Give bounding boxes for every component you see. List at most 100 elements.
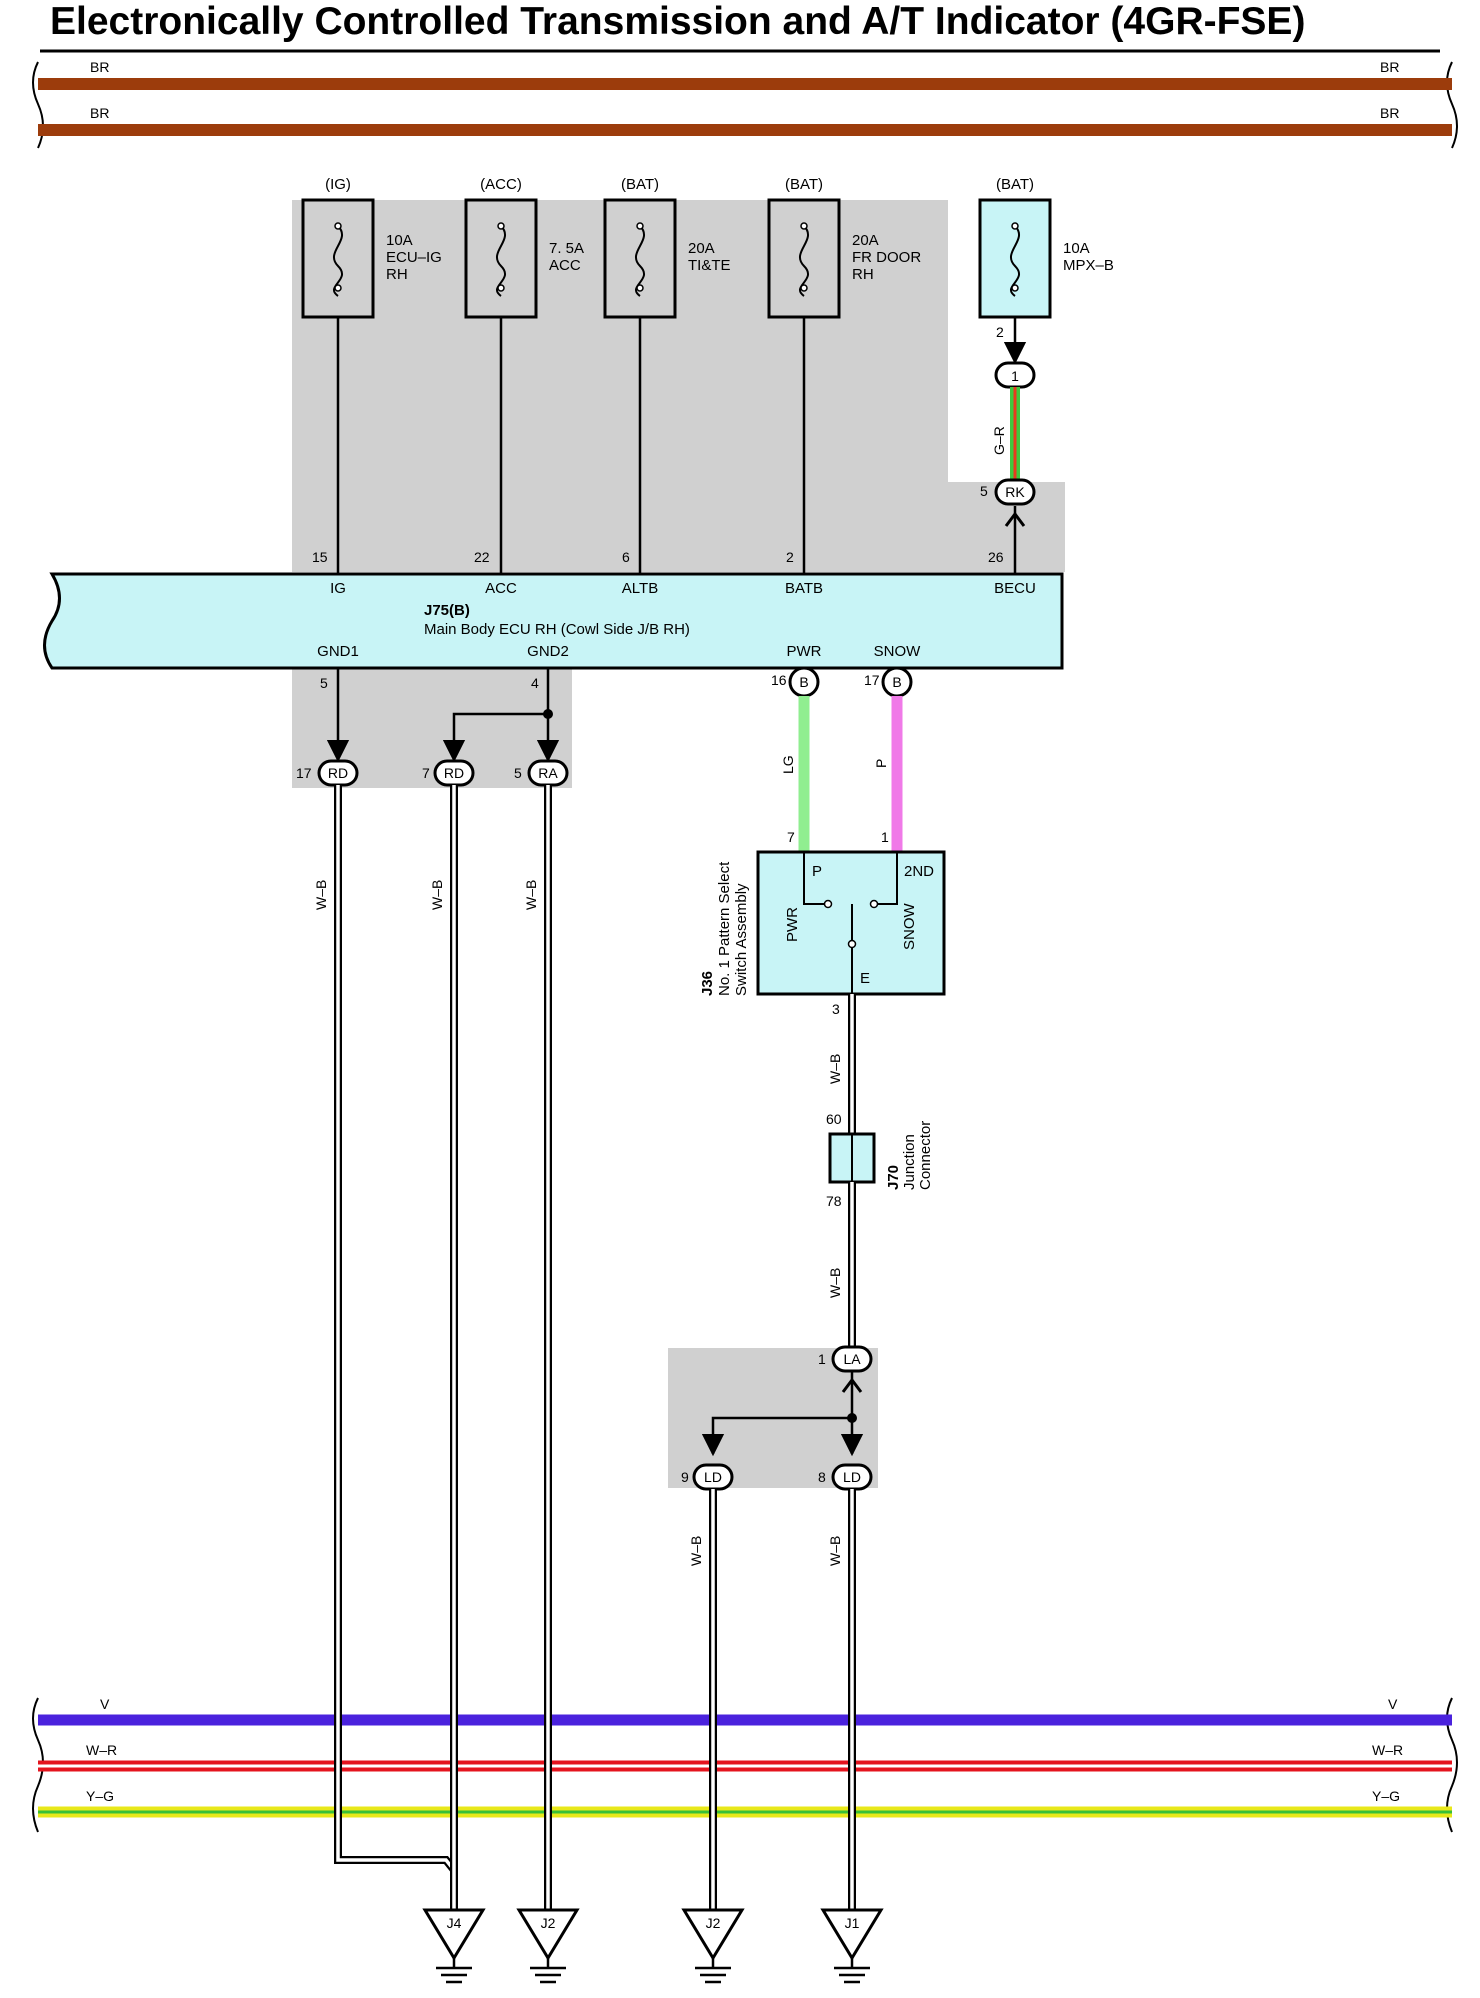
fuse-body (767, 198, 841, 319)
ecu-label-gnd2: GND2 (527, 643, 569, 660)
ground-label: J1 (845, 1915, 860, 1931)
switch-name-2: Switch Assembly (733, 883, 750, 996)
bus-code-v-right: V (1388, 1696, 1398, 1712)
j70-pin-in: 60 (826, 1111, 842, 1127)
bus-code-w-r-right: W–R (1372, 1742, 1403, 1758)
fuse-rating: 7. 5A (549, 240, 584, 257)
fuse-rating: 10A (1063, 240, 1090, 257)
ground-j1: J1 (820, 1908, 884, 1984)
b-connector-code: B (799, 674, 808, 690)
ecu-pin-2: 2 (786, 549, 794, 565)
ground-j2-switch: J2 (681, 1908, 745, 1984)
top-buses: BR BR BR BR (32, 59, 1458, 149)
j70-code: J70 (885, 1165, 902, 1190)
term-p: P (812, 863, 822, 880)
page-title: Electronically Controlled Transmission a… (50, 0, 1306, 43)
bus-code-w-r-left: W–R (86, 1742, 117, 1758)
fuse-supply: (BAT) (785, 176, 823, 193)
ground-label: J4 (447, 1915, 462, 1931)
fuse-rating: 20A (852, 232, 879, 249)
ground-label: J2 (541, 1915, 556, 1931)
fuse-acc: (ACC) 7. 5A ACC (464, 176, 584, 319)
wire-w-b (334, 785, 458, 1910)
fuse-body (464, 198, 538, 319)
bus-break-right (1446, 61, 1458, 149)
fuse-supply: (BAT) (996, 176, 1034, 193)
fuse-supply: (BAT) (621, 176, 659, 193)
ra-connector-code: RA (538, 765, 558, 781)
la-connector (831, 1345, 873, 1373)
fuse-ti-te: (BAT) 20A TI&TE (603, 176, 731, 319)
shaded-regions (292, 200, 1065, 1488)
ecu-main-body: 15 22 6 2 26 IG ACC ALTB BATB BECU J75(B… (43, 549, 1064, 670)
fuse-fr-door-rh: (BAT) 20A FR DOOR RH (767, 176, 921, 319)
fuse-body (603, 198, 677, 319)
la-connector-code: LA (843, 1351, 861, 1367)
fuse-name: MPX–B (1063, 257, 1114, 274)
ground-j2: J2 (516, 1908, 580, 1984)
splice-dot (847, 1413, 857, 1423)
wire-code-g-r: G–R (991, 426, 1007, 455)
term-e: E (860, 970, 870, 987)
switch-ground-wire: W–B 60 78 J70 Junction Connector W–B 1 L… (681, 994, 934, 1910)
ecu-code: J75(B) (424, 602, 470, 619)
ld-8-pin: 8 (818, 1469, 826, 1485)
rk-connector-code: RK (1005, 484, 1025, 500)
bus-code-y-g-left: Y–G (86, 1788, 114, 1804)
ra-5-pin: 5 (514, 765, 522, 781)
splice-dot (543, 709, 553, 719)
gnd1-pin: 5 (320, 675, 328, 691)
fuse-name: ACC (549, 257, 581, 274)
bus-code-br-2-right: BR (1380, 105, 1399, 121)
inline-connector-code: 1 (1011, 368, 1019, 384)
fuse-mpx-b: (BAT) 10A MPX–B (978, 176, 1114, 319)
gnd2-pin: 4 (531, 675, 539, 691)
ecu-label-batb: BATB (785, 580, 823, 597)
fuse-name-2: RH (386, 266, 408, 283)
ecu-label-becu: BECU (994, 580, 1036, 597)
rd-7-pin: 7 (422, 765, 430, 781)
fuse-rating: 10A (386, 232, 413, 249)
term-2nd: 2ND (904, 863, 934, 880)
ld-connector-code: LD (704, 1469, 722, 1485)
wire-code: W–B (429, 880, 445, 910)
fuse-ecu-ig: (IG) 10A ECU–IG RH (301, 176, 442, 319)
ecu-pin-22: 22 (474, 549, 490, 565)
ecu-label-ig: IG (330, 580, 346, 597)
ground-j4: J4 (422, 1908, 486, 1984)
ecu-name: Main Body ECU RH (Cowl Side J/B RH) (424, 621, 690, 638)
pattern-select-switch: P 2ND E PWR SNOW J36 No. 1 Pattern Selec… (699, 850, 946, 1017)
mpx-branch: 2 1 G–R 5 RK (980, 317, 1036, 574)
ecu-pin-6: 6 (622, 549, 630, 565)
rd-connector-code: RD (328, 765, 348, 781)
ground-label: J2 (706, 1915, 721, 1931)
ecu-label-snow: SNOW (874, 643, 922, 660)
rd-17-pin: 17 (296, 765, 312, 781)
switch-snow: SNOW (901, 902, 918, 950)
fuse-rating: 20A (688, 240, 715, 257)
snow-pin: 17 (864, 672, 880, 688)
fuse-supply: (IG) (325, 176, 351, 193)
bottom-buses: V V W–R W–R Y–G Y–G (32, 1696, 1458, 1833)
pwr-pin: 16 (771, 672, 787, 688)
ecu-pin-26: 26 (988, 549, 1004, 565)
ld-connector-code: LD (843, 1469, 861, 1485)
wire-code: W–B (313, 880, 329, 910)
ground-icon (422, 1908, 486, 1961)
wire-code: W–B (827, 1268, 843, 1298)
ecu-label-gnd1: GND1 (317, 643, 359, 660)
fuse-name: FR DOOR (852, 249, 921, 266)
wire-code-lg: LG (780, 755, 796, 774)
ecu-ground-outputs: 5 4 17 RD 7 RD 5 RA (296, 668, 569, 787)
ground-icon (820, 1908, 884, 1961)
ld-9-pin: 9 (681, 1469, 689, 1485)
fuse-name: TI&TE (688, 257, 731, 274)
wire-code-p: P (873, 759, 889, 768)
ground-icon (681, 1908, 745, 1961)
rk-pin: 5 (980, 483, 988, 499)
j70-pin-out: 78 (826, 1193, 842, 1209)
fuse-supply: (ACC) (480, 176, 522, 193)
ecu-label-acc: ACC (485, 580, 517, 597)
bus-code-br-1-left: BR (90, 59, 109, 75)
